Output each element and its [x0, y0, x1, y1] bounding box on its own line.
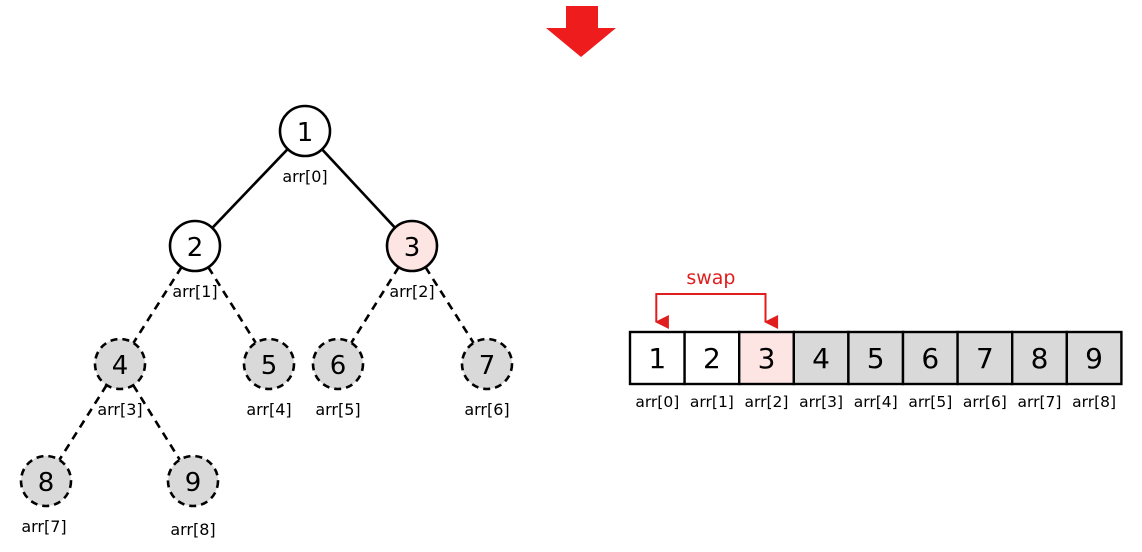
array-cell-label: arr[1]: [690, 393, 734, 411]
tree-node-value: 4: [112, 351, 129, 381]
tree-node: 2 arr[1]: [168, 219, 222, 301]
tree-edge: [424, 266, 475, 344]
array-cell-box: [1011, 330, 1069, 386]
tree-node-value: 8: [38, 468, 55, 498]
array-cell-label: arr[5]: [908, 393, 952, 411]
tree-node: 8 arr[7]: [19, 454, 73, 536]
array-cell-label: arr[8]: [1072, 393, 1116, 411]
swap-label: swap: [686, 267, 735, 289]
tree-node-value: 9: [185, 468, 202, 498]
array-cell-label: arr[4]: [854, 393, 898, 411]
tree-node-circle: [311, 337, 365, 391]
down-arrow-icon: [546, 6, 616, 57]
array-cell: 1 arr[0]: [628, 330, 686, 411]
array-cell: 6 arr[5]: [901, 330, 959, 411]
swap-bracket: [654, 293, 779, 329]
tree-node-circle: [385, 219, 439, 273]
tree-node: 5 arr[4]: [242, 337, 296, 419]
tree-node-value: 7: [479, 351, 496, 381]
array-cell-box: [792, 330, 850, 386]
tree-edge: [207, 266, 257, 344]
array-cell-value: 2: [703, 342, 721, 375]
tree-node-label: arr[0]: [282, 167, 327, 186]
tree-node-label: arr[7]: [21, 517, 66, 536]
array-cell-value: 7: [976, 342, 994, 375]
tree-node-circle: [278, 104, 332, 158]
tree-node: 3 arr[2]: [385, 219, 439, 301]
array-cell: 2 arr[1]: [683, 330, 741, 411]
tree-node-label: arr[1]: [172, 282, 217, 301]
array: 1 arr[0] 2 arr[1] 3 arr[2] 4 arr[3] 5 arr[4] 6 arr[…: [628, 330, 1123, 411]
tree-node: 4 arr[3]: [93, 337, 147, 419]
array-cell-value: 6: [921, 342, 939, 375]
array-cell-label: arr[6]: [963, 393, 1007, 411]
tree-node: 9 arr[8]: [166, 454, 220, 539]
array-cell: 7 arr[6]: [956, 330, 1014, 411]
array-cell: 4 arr[3]: [792, 330, 850, 411]
array-cell-box: [628, 330, 686, 386]
tree-node-value: 1: [297, 118, 314, 148]
tree-edge: [132, 384, 181, 461]
array-cell-label: arr[7]: [1018, 393, 1062, 411]
array-cell: 5 arr[4]: [847, 330, 905, 411]
tree-nodes: 1 arr[0] 2 arr[1] 3 arr[2] 4 arr[3] 5 arr[4] 6 arr[…: [19, 104, 514, 539]
array-cell-label: arr[3]: [799, 393, 843, 411]
tree-edge: [211, 148, 289, 229]
tree-node: 1 arr[0]: [278, 104, 332, 186]
array-cell-box: [847, 330, 905, 386]
tree-node-label: arr[3]: [97, 400, 142, 419]
array-cell-label: arr[2]: [745, 393, 789, 411]
tree-node-label: arr[4]: [246, 400, 291, 419]
tree-node-circle: [242, 337, 296, 391]
tree-node-circle: [166, 454, 220, 508]
tree-node-value: 5: [261, 351, 278, 381]
tree-edges: [58, 148, 475, 461]
tree-node-value: 2: [187, 233, 204, 263]
tree-edge: [321, 148, 396, 229]
tree-node-value: 3: [404, 233, 421, 263]
tree-edge: [58, 384, 108, 461]
array-cell-value: 8: [1031, 342, 1049, 375]
tree-edge: [132, 266, 183, 344]
tree-node-label: arr[6]: [464, 400, 509, 419]
array-cell-value: 3: [758, 342, 776, 375]
array-cell-value: 5: [867, 342, 885, 375]
tree-node-circle: [460, 337, 514, 391]
array-cell-value: 9: [1085, 342, 1103, 375]
swap-indicator: swap: [654, 267, 779, 329]
tree-node-circle: [19, 454, 73, 508]
tree-node-value: 6: [330, 351, 347, 381]
tree-edge: [350, 266, 400, 344]
array-cell-value: 4: [812, 342, 830, 375]
array-cell-box: [738, 330, 796, 386]
array-cell-value: 1: [648, 342, 666, 375]
array-cell: 3 arr[2]: [738, 330, 796, 411]
tree-node: 6 arr[5]: [311, 337, 365, 419]
array-cell-box: [956, 330, 1014, 386]
tree-node: 7 arr[6]: [460, 337, 514, 419]
array-cell-box: [683, 330, 741, 386]
array-cell-box: [1065, 330, 1123, 386]
array-cell: 8 arr[7]: [1011, 330, 1069, 411]
tree-node-label: arr[5]: [315, 400, 360, 419]
tree-node-circle: [93, 337, 147, 391]
tree-node-label: arr[8]: [170, 520, 215, 539]
tree-node-circle: [168, 219, 222, 273]
tree-node-label: arr[2]: [389, 282, 434, 301]
array-cell: 9 arr[8]: [1065, 330, 1123, 411]
array-cell-label: arr[0]: [635, 393, 679, 411]
